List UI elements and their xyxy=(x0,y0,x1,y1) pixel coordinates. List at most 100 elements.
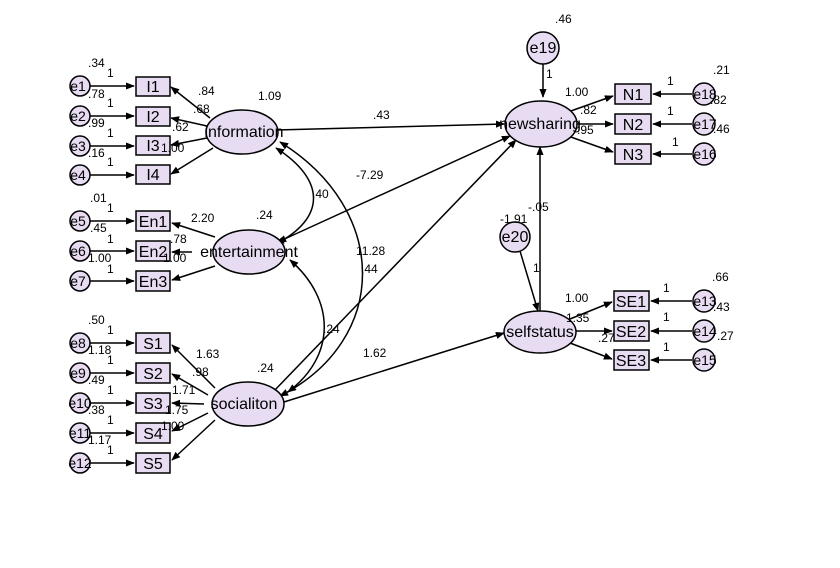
estimate-e16-fixed: 1 xyxy=(672,135,679,149)
latent-newsharing: newsharing xyxy=(499,100,581,148)
error-e10: e10 xyxy=(68,392,92,414)
estimate-e5-variance: .01 xyxy=(90,191,107,205)
estimate-information-variance: 1.09 xyxy=(258,89,282,103)
estimate-cov-information-socialiton: .44 xyxy=(361,262,378,276)
error-e10-label: e10 xyxy=(68,395,92,411)
indicator-SE2: SE2 xyxy=(613,320,650,342)
estimate-e2-variance: .78 xyxy=(88,87,105,101)
error-e18-label: e18 xyxy=(693,86,717,102)
estimate-loading-N1: 1.00 xyxy=(565,85,589,99)
error-e17-label: e17 xyxy=(693,116,717,132)
estimate-e20-fixed: 1 xyxy=(533,261,540,275)
estimate-e4-variance: .16 xyxy=(88,146,105,160)
arrow-e20-selfstatus xyxy=(519,250,540,312)
estimate-loading-S1: 1.63 xyxy=(196,347,220,361)
indicator-SE1-label: SE1 xyxy=(616,294,646,311)
indicator-SE2-label: SE2 xyxy=(616,324,646,341)
indicator-En3-label: En3 xyxy=(139,274,168,291)
latent-socialiton: socialiton xyxy=(211,381,285,427)
estimate-e20-variance: -1.91 xyxy=(500,212,528,226)
arrow-socialiton-S1 xyxy=(171,344,216,389)
estimate-e8-variance: .50 xyxy=(88,313,105,327)
latent-information-label: information xyxy=(204,124,283,141)
estimate-e9-fixed: 1 xyxy=(107,353,114,367)
indicator-I3-label: I3 xyxy=(146,138,159,155)
estimate-socialiton-variance: .24 xyxy=(257,361,274,375)
estimate-e18-fixed: 1 xyxy=(667,74,674,88)
error-e17: e17 xyxy=(692,112,717,136)
arrow-newsharing-N3 xyxy=(567,135,614,153)
estimate-loading-N3: .95 xyxy=(577,123,594,137)
latent-entertainment: entertainment xyxy=(200,229,298,275)
error-e11-label: e11 xyxy=(69,425,92,441)
estimate-loading-En1: 2.20 xyxy=(191,211,215,225)
indicator-N2: N2 xyxy=(614,113,652,135)
estimate-e2-fixed: 1 xyxy=(107,96,114,110)
error-e8: e8 xyxy=(69,332,91,354)
path-socialiton-selfstatus xyxy=(283,331,505,403)
estimate-loading-S5: 1.00 xyxy=(161,419,185,433)
indicator-SE3-label: SE3 xyxy=(616,353,646,370)
indicator-I1-label: I1 xyxy=(146,79,159,96)
indicator-S2-label: S2 xyxy=(143,366,163,383)
indicator-En3: En3 xyxy=(135,270,171,292)
error-e15: e15 xyxy=(692,348,717,372)
estimate-e3-fixed: 1 xyxy=(107,126,114,140)
error-e2: e2 xyxy=(69,105,91,127)
estimate-e17-variance: .82 xyxy=(710,93,727,107)
arrow-information-I2 xyxy=(170,116,208,127)
latent-newsharing-label: newsharing xyxy=(499,116,581,133)
arrow-newsharing-N1 xyxy=(567,95,614,113)
error-e16: e16 xyxy=(692,142,717,166)
indicator-SE3: SE3 xyxy=(613,349,650,371)
estimate-loading-En2: .78 xyxy=(170,232,187,246)
error-e14: e14 xyxy=(692,319,717,343)
estimate-e6-variance: .45 xyxy=(90,221,107,235)
estimate-e3-variance: .99 xyxy=(88,116,105,130)
error-e4-label: e4 xyxy=(70,167,86,183)
estimate-e18-variance: .21 xyxy=(713,63,730,77)
error-e8-label: e8 xyxy=(70,335,86,351)
error-e9-label: e9 xyxy=(70,365,86,381)
estimate-e19-variance: .46 xyxy=(555,12,572,26)
error-e20: e20 xyxy=(499,221,531,253)
indicator-N1-label: N1 xyxy=(623,87,644,104)
indicator-I1: I1 xyxy=(135,76,171,97)
arrow-socialiton-S5 xyxy=(171,419,216,461)
estimate-path-entertainment-newsharing: -7.29 xyxy=(356,168,384,182)
indicator-I4-label: I4 xyxy=(146,167,159,184)
indicator-S3: S3 xyxy=(135,392,171,414)
indicator-S5: S5 xyxy=(135,452,171,474)
error-e3-label: e3 xyxy=(70,138,86,154)
indicator-I2: I2 xyxy=(135,106,171,127)
estimate-e13-fixed: 1 xyxy=(663,281,670,295)
error-e13: e13 xyxy=(692,289,717,313)
cov-information-socialiton xyxy=(279,141,364,397)
error-e12-label: e12 xyxy=(68,455,92,471)
estimate-e5-fixed: 1 xyxy=(107,201,114,215)
estimate-e11-variance: .38 xyxy=(88,403,105,417)
estimate-loading-N2: .82 xyxy=(580,103,597,117)
error-terms: e1 e2 e3 e4 e5 e6 e7 e8 e9 e10 e11 e12 e… xyxy=(68,31,717,474)
error-e15-label: e15 xyxy=(693,352,717,368)
indicator-boxes: I1 I2 I3 I4 En1 En2 En3 S1 S2 S3 S4 S5 N… xyxy=(135,76,652,474)
error-e13-label: e13 xyxy=(693,293,717,309)
indicator-S3-label: S3 xyxy=(143,396,163,413)
estimate-e16-variance: .46 xyxy=(713,122,730,136)
estimate-loading-SE3: .27 xyxy=(598,331,615,345)
error-e6-label: e6 xyxy=(70,243,86,259)
indicator-S1: S1 xyxy=(135,332,171,354)
estimate-e10-fixed: 1 xyxy=(107,383,114,397)
indicator-S2: S2 xyxy=(135,362,171,384)
latent-variables: information entertainment socialiton new… xyxy=(200,100,581,427)
path-information-newsharing xyxy=(275,120,505,131)
arrow-selfstatus-SE3 xyxy=(569,342,613,360)
estimate-e15-variance: .27 xyxy=(717,329,734,343)
error-e12: e12 xyxy=(68,452,92,474)
path-entertainment-newsharing xyxy=(277,135,511,243)
indicator-En2: En2 xyxy=(135,240,171,262)
estimate-loading-S4: 1.75 xyxy=(165,403,189,417)
error-e5-label: e5 xyxy=(70,213,86,229)
indicator-En1-label: En1 xyxy=(139,214,168,231)
